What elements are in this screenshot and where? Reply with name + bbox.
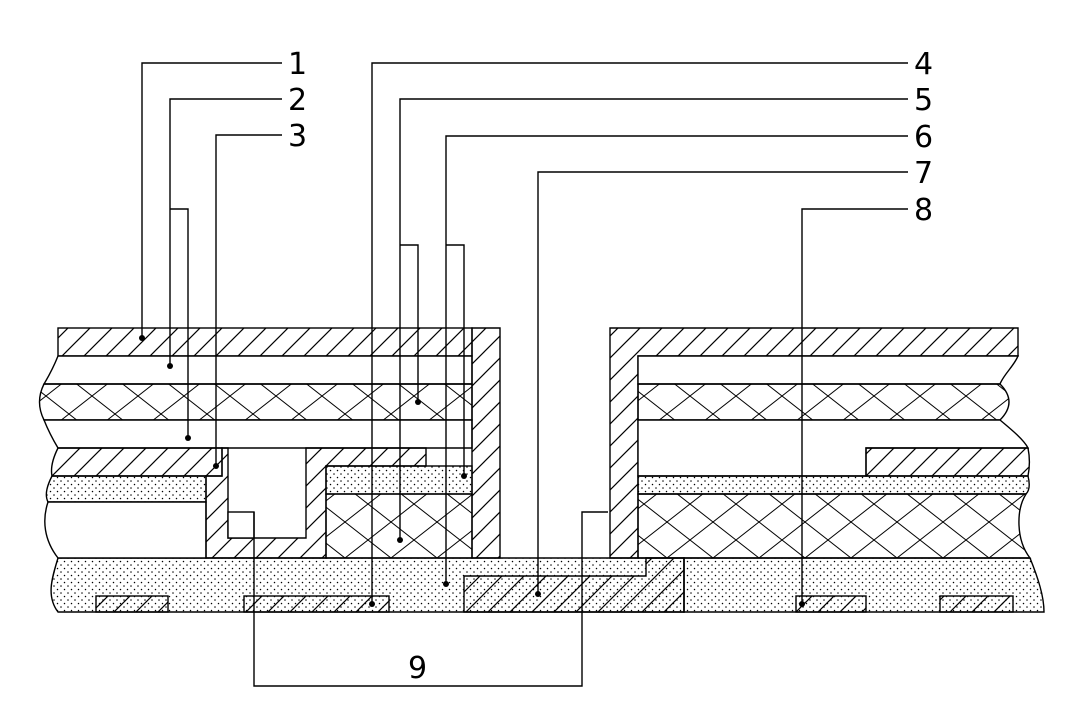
- callout-labels: 1 2 3 4 5 6 7 8 9: [288, 47, 933, 686]
- callout-3: 3: [288, 119, 307, 154]
- callout-7: 7: [914, 156, 933, 191]
- callout-5: 5: [914, 83, 933, 118]
- center-pad-dotted: [325, 465, 473, 495]
- left-vertical-wall: [471, 327, 501, 559]
- leader-lines: [139, 62, 908, 687]
- callout-6: 6: [914, 120, 933, 155]
- callout-4: 4: [914, 47, 933, 82]
- bottom-electrodes: [95, 595, 1014, 613]
- right-stack: [609, 327, 1032, 559]
- callout-1: 1: [288, 47, 307, 82]
- callout-2: 2: [288, 83, 307, 118]
- callout-9: 9: [408, 651, 427, 686]
- well-inner-notch: [227, 511, 255, 539]
- center-block-crosshatch: [325, 493, 473, 559]
- callout-8: 8: [914, 193, 933, 228]
